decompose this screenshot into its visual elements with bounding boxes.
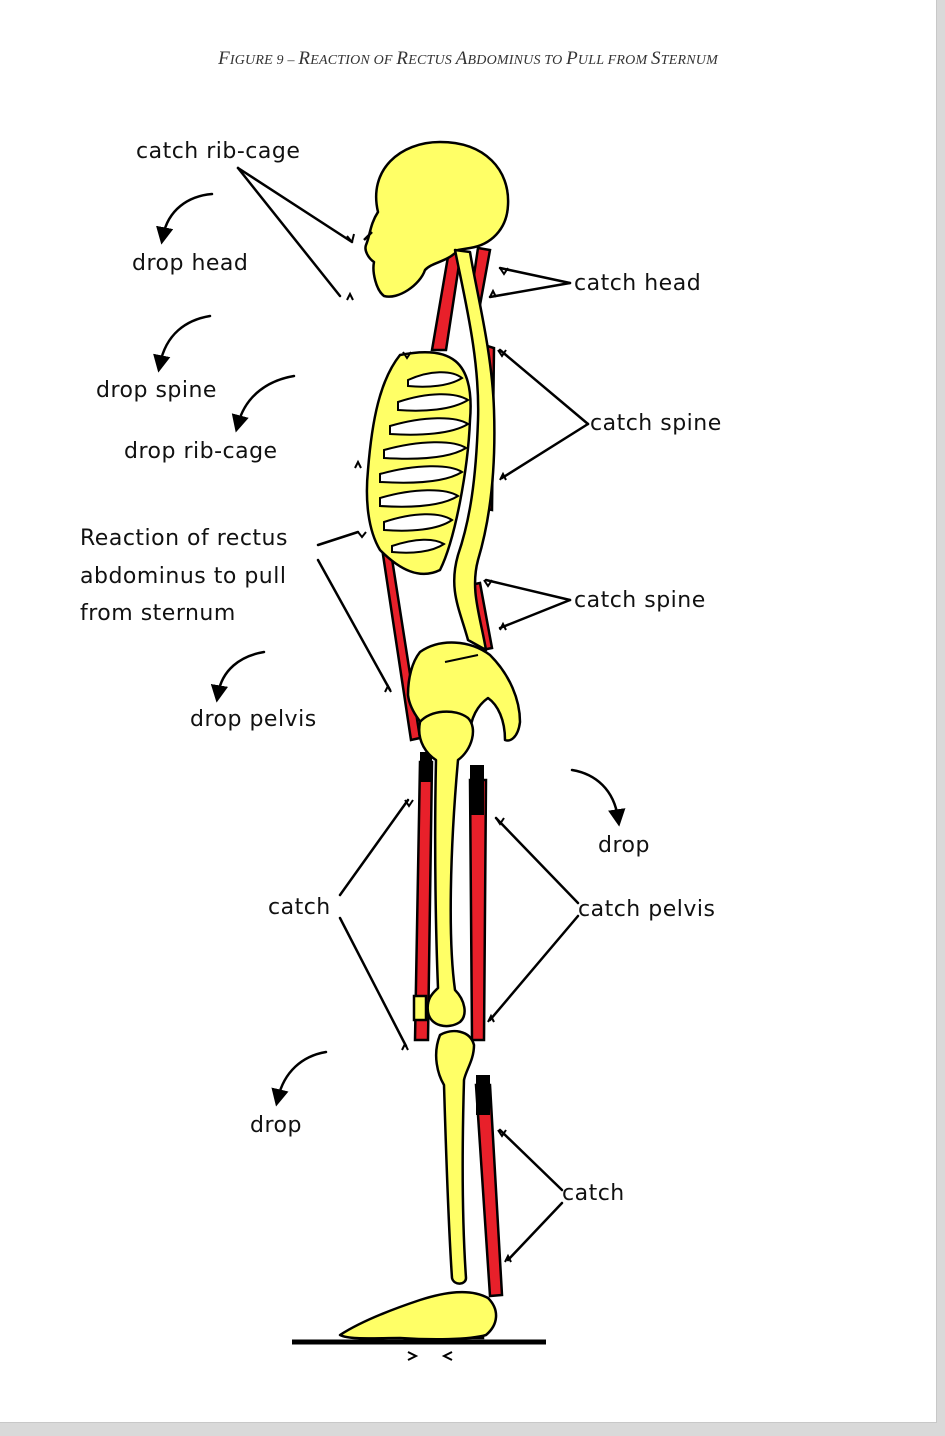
tendon-ends [420, 238, 490, 1115]
ribs [379, 371, 470, 554]
drop-spine-arrow [153, 314, 212, 373]
caret-marks [346, 233, 512, 1361]
drop-head-arrow [156, 192, 214, 245]
label-drop-pelvis: drop pelvis [190, 707, 317, 732]
calf-muscle [474, 1083, 504, 1298]
label-drop-left: drop [250, 1113, 302, 1138]
femur [417, 710, 475, 1028]
drop-right-arrow [570, 768, 626, 827]
pelvis-line [444, 654, 479, 663]
quadriceps-tendon [412, 994, 428, 1022]
hamstring-muscle [468, 778, 488, 1042]
label-catch-rib-cage: catch rib-cage [136, 139, 300, 164]
label-catch-spine-upper: catch spine [590, 411, 722, 436]
label-catch-spine-lower: catch spine [574, 588, 706, 613]
drop-pelvis-arrow [210, 650, 266, 703]
foot [338, 1290, 498, 1341]
labels: catch rib-cage drop head drop spine drop… [80, 139, 722, 1206]
label-drop-rib-cage: drop rib-cage [124, 439, 278, 464]
drop-left-arrow [271, 1050, 328, 1107]
label-catch-pelvis: catch pelvis [578, 897, 715, 922]
label-catch-head: catch head [574, 271, 701, 296]
skull [364, 140, 510, 298]
spine [452, 248, 496, 652]
label-drop-head: drop head [132, 251, 248, 276]
drop-arrows [153, 192, 626, 1107]
figure-title: Figure 9 – Reaction of Rectus Abdominus … [218, 48, 718, 69]
label-drop-spine: drop spine [96, 378, 217, 403]
pointer-lines [236, 166, 590, 1262]
label-reaction-line3: from sternum [80, 601, 236, 626]
label-drop-right: drop [598, 833, 650, 858]
label-reaction-line2: abdominus to pull [80, 564, 286, 589]
label-reaction-line1: Reaction of rectus [80, 526, 288, 551]
tibia [434, 1029, 476, 1285]
label-catch-right: catch [562, 1181, 625, 1206]
label-catch-left: catch [268, 895, 331, 920]
drop-rib-cage-arrow [231, 374, 296, 433]
